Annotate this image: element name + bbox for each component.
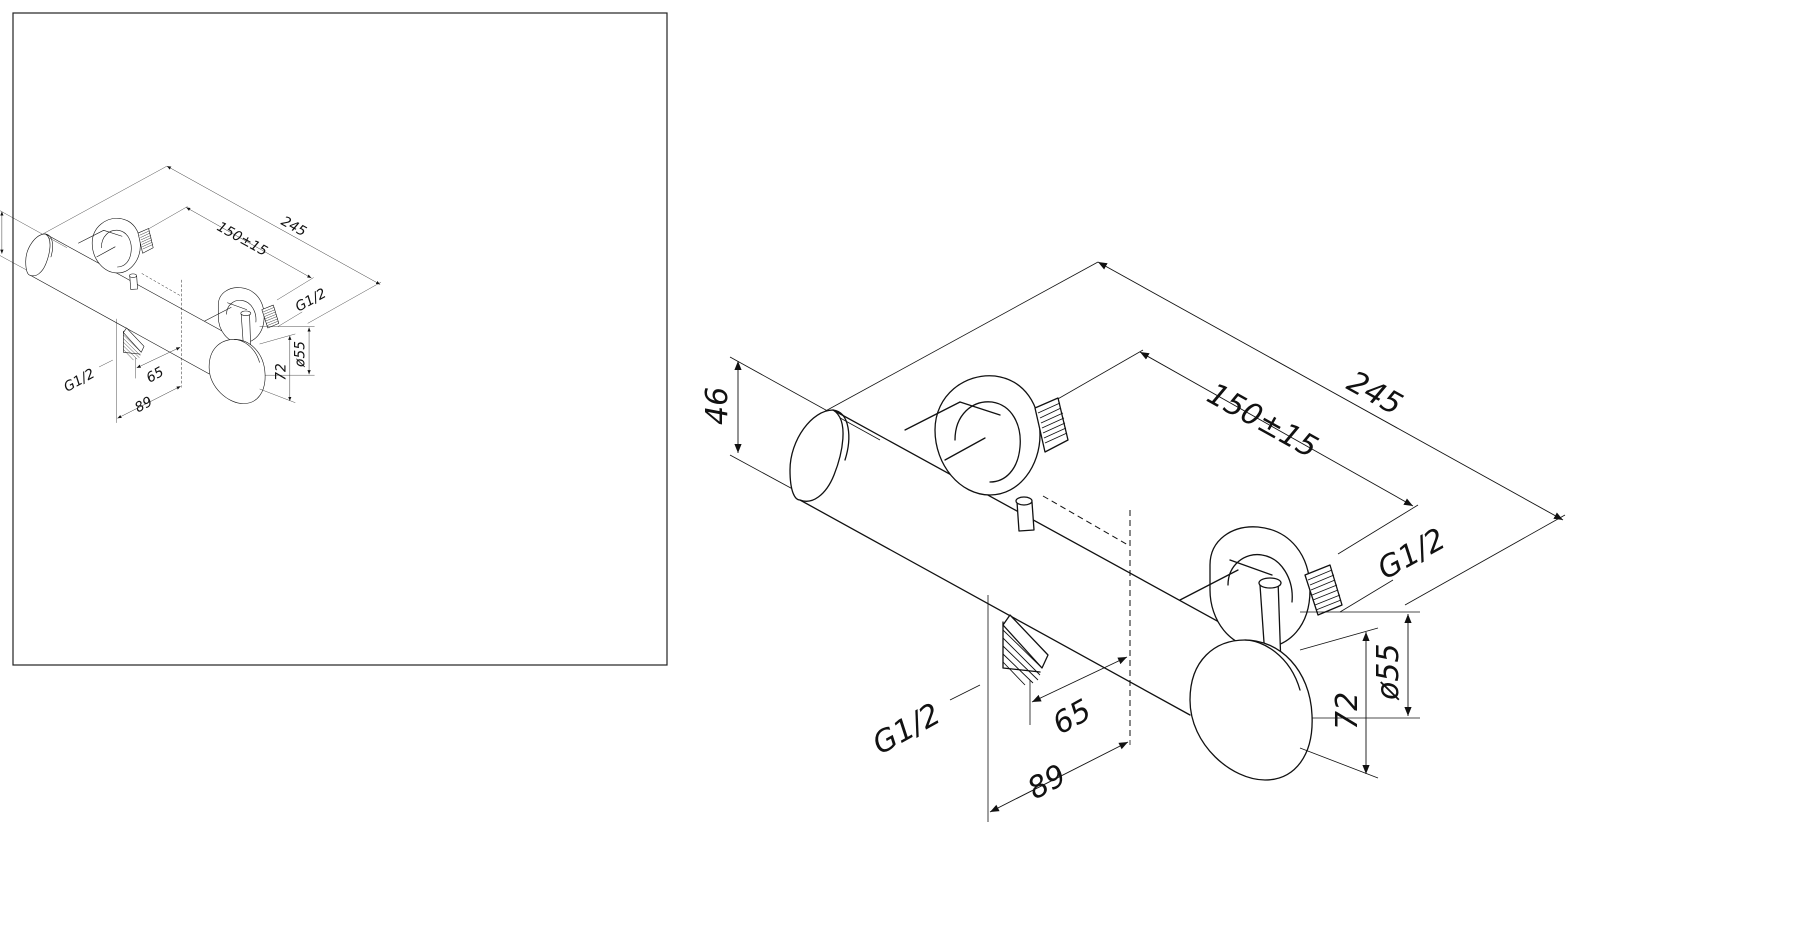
label-g12-bottom: G1/2 [867, 697, 947, 762]
label-245: 245 [1341, 364, 1408, 422]
label-150-15: 150±15 [1201, 376, 1323, 465]
thumb-label-89: 89 [132, 394, 155, 416]
label-46: 46 [700, 387, 735, 425]
thumb-label-72: 72 [274, 363, 290, 381]
label-72: 72 [1330, 692, 1365, 730]
label-diameter-55: ø55 [1371, 643, 1406, 701]
label-65: 65 [1047, 693, 1097, 742]
thumb-label-d55: ø55 [292, 341, 308, 368]
label-89: 89 [1022, 758, 1072, 807]
thumb-label-46: 46 [0, 223, 1, 241]
label-g12-right: G1/2 [1372, 522, 1452, 587]
thumb-label-65: 65 [144, 364, 167, 386]
main-mixer-drawing: 245 150±15 46 G1/2 ø55 72 65 89 G1/2 [700, 262, 1565, 822]
thumbnail-frame [12, 12, 668, 666]
